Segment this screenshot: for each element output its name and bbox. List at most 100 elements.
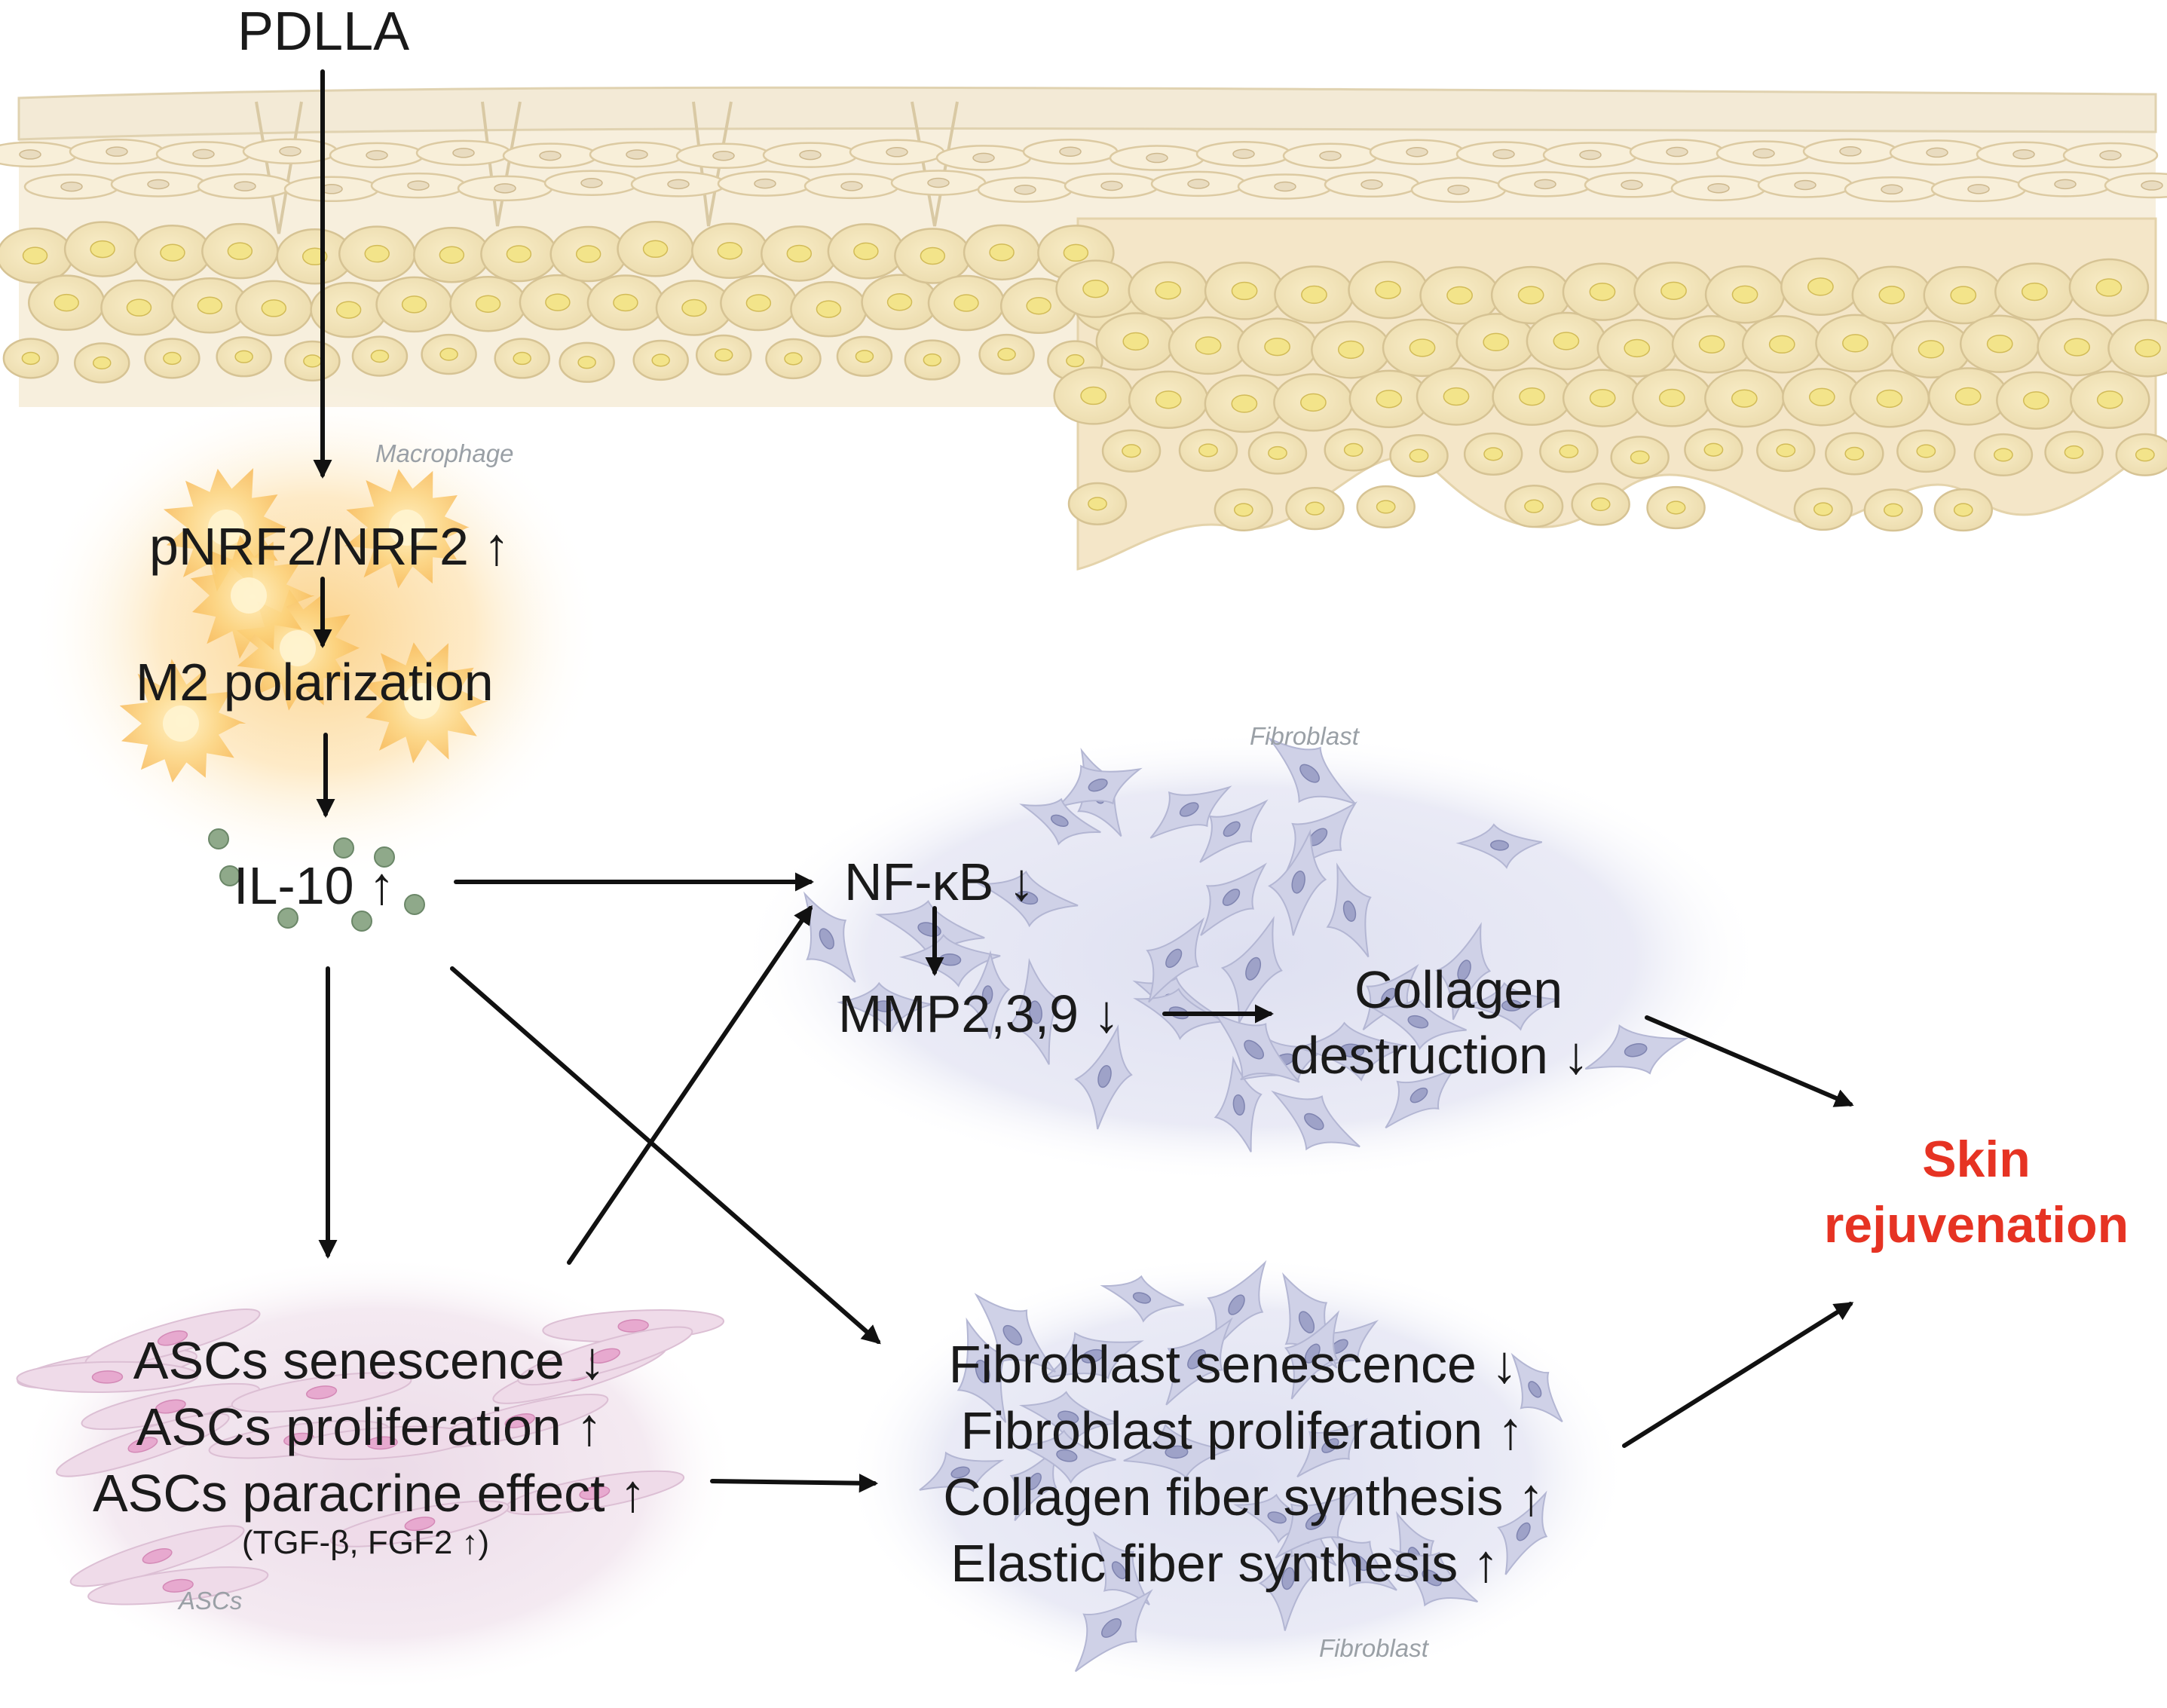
fibroblast-cell <box>1385 1066 1457 1129</box>
asc-cell <box>291 1425 473 1461</box>
il10-label: IL-10 ↑ <box>234 856 395 915</box>
arrow-il10-to-fibroblast <box>450 966 881 1345</box>
skin-nucleus <box>1967 184 1990 194</box>
skin-nucleus <box>1447 185 1470 195</box>
skin-nucleus <box>1953 503 1973 517</box>
skin-nucleus <box>1589 388 1616 408</box>
skin-nucleus <box>1483 332 1510 352</box>
skin-nucleus <box>1122 444 1141 458</box>
m2-polarization-label: M2 polarization <box>136 653 494 712</box>
skin-nucleus <box>1839 146 1862 157</box>
fibroblast-cell <box>1435 922 1492 1021</box>
fibroblast-cell <box>1123 1423 1232 1479</box>
skin-nucleus <box>2135 338 2161 358</box>
skin-nucleus <box>1146 152 1168 164</box>
fibroblast-cell <box>1200 862 1268 936</box>
skin-nucleus <box>21 351 41 366</box>
asc-senescence-label: ASCs senescence ↓ <box>133 1331 606 1390</box>
fibroblast-cell <box>1268 828 1327 936</box>
skin-nucleus <box>816 300 842 318</box>
skin-nucleus <box>147 179 170 190</box>
asc-cell <box>87 1566 269 1605</box>
skin-nucleus <box>439 347 458 361</box>
skin-nucleus <box>303 354 322 368</box>
skin-nucleus <box>1624 338 1651 358</box>
fibroblast-cell <box>1056 764 1143 809</box>
skin-nucleus <box>1698 335 1725 354</box>
asc-cell <box>16 1361 199 1393</box>
macrophage-cell <box>363 642 488 764</box>
fibroblast-cell <box>898 934 1001 987</box>
skin-nucleus <box>1300 393 1327 412</box>
fibroblast-cell <box>974 1293 1056 1373</box>
fibroblast-cell <box>956 1317 1007 1423</box>
skin-nucleus <box>1301 285 1327 305</box>
skin-nucleus <box>92 356 112 370</box>
fibroblast-bottom-region <box>844 1255 1628 1692</box>
fibroblast-cell <box>1149 785 1232 839</box>
skin-nucleus <box>197 296 223 315</box>
macrophage-cell <box>119 659 246 783</box>
skin-nucleus <box>1752 148 1775 159</box>
skin-nucleus <box>1198 443 1218 458</box>
fibroblast-cell <box>1267 736 1357 805</box>
skin-nucleus <box>2064 338 2091 357</box>
fibroblast-cell <box>1212 1011 1300 1083</box>
skin-nucleus <box>1264 337 1290 357</box>
skin-nucleus <box>1100 180 1123 191</box>
skin-nucleus <box>1063 243 1089 262</box>
skin-nucleus <box>2099 150 2122 161</box>
skin-nucleus <box>1954 387 1982 406</box>
il10-dot <box>277 908 298 929</box>
skin-nucleus <box>997 347 1016 361</box>
skin-nucleus <box>799 149 822 161</box>
fibroblast-cell <box>1009 1443 1060 1522</box>
skin-nucleus <box>494 183 516 194</box>
fibroblast-cell <box>1284 1310 1340 1400</box>
macrophage-cell <box>190 534 315 659</box>
asc-paracrine-label: ASCs paracrine effect ↑ <box>92 1464 647 1523</box>
collagen-line1-label: Collagen <box>1354 960 1563 1019</box>
collagen-fiber-synthesis-label: Collagen fiber synthesis ↑ <box>943 1468 1544 1526</box>
il10-dot <box>351 911 372 932</box>
skin-nucleus <box>1406 146 1428 158</box>
fibroblast-cell <box>1146 917 1205 1003</box>
skin-nucleus <box>1794 179 1817 191</box>
skin-nucleus <box>1666 500 1686 515</box>
skin-nucleus <box>1808 387 1835 406</box>
skin-nucleus <box>1195 336 1222 355</box>
skin-nucleus <box>1621 179 1643 191</box>
fibroblast-proliferation-label: Fibroblast proliferation ↑ <box>960 1401 1524 1460</box>
skin-nucleus <box>60 181 83 192</box>
fibroblast-bottom-cell-label: Fibroblast <box>1319 1634 1428 1662</box>
skin-nucleus <box>972 152 995 164</box>
skin-nucleus <box>364 244 390 263</box>
arrow-ascs-to-fibroblast <box>710 1474 879 1493</box>
skin-nucleus <box>1916 444 1936 458</box>
skin-nucleus <box>19 149 41 160</box>
asc-cell <box>231 1372 412 1413</box>
skin-nucleus <box>2021 282 2048 302</box>
skin-nucleus <box>279 146 301 157</box>
skin-nucleus <box>712 150 735 161</box>
skin-nucleus <box>1844 446 1865 461</box>
skin-nucleus <box>1122 332 1149 351</box>
il10-dot <box>404 894 425 915</box>
elastic-fiber-synthesis-label: Elastic fiber synthesis ↑ <box>950 1534 1499 1593</box>
mmp-label: MMP2,3,9 ↓ <box>838 984 1120 1043</box>
arrow-collagen-to-skin <box>1645 1015 1854 1107</box>
asc-factors-label: (TGF-β, FGF2 ↑) <box>241 1524 490 1561</box>
skin-nucleus <box>475 295 501 313</box>
asc-cell <box>69 1525 245 1587</box>
fibroblast-cell <box>963 950 1011 1039</box>
skin-nucleus <box>1881 184 1903 195</box>
skin-nucleus <box>923 353 942 367</box>
skin-nucleus <box>1409 338 1436 357</box>
macrophage-cell-label: Macrophage <box>375 439 514 467</box>
skin-nucleus <box>227 242 253 260</box>
skin-nucleus <box>163 351 182 366</box>
skin-nucleus <box>1232 148 1255 159</box>
skin-nucleus <box>1375 280 1401 299</box>
skin-nucleus <box>407 180 430 191</box>
